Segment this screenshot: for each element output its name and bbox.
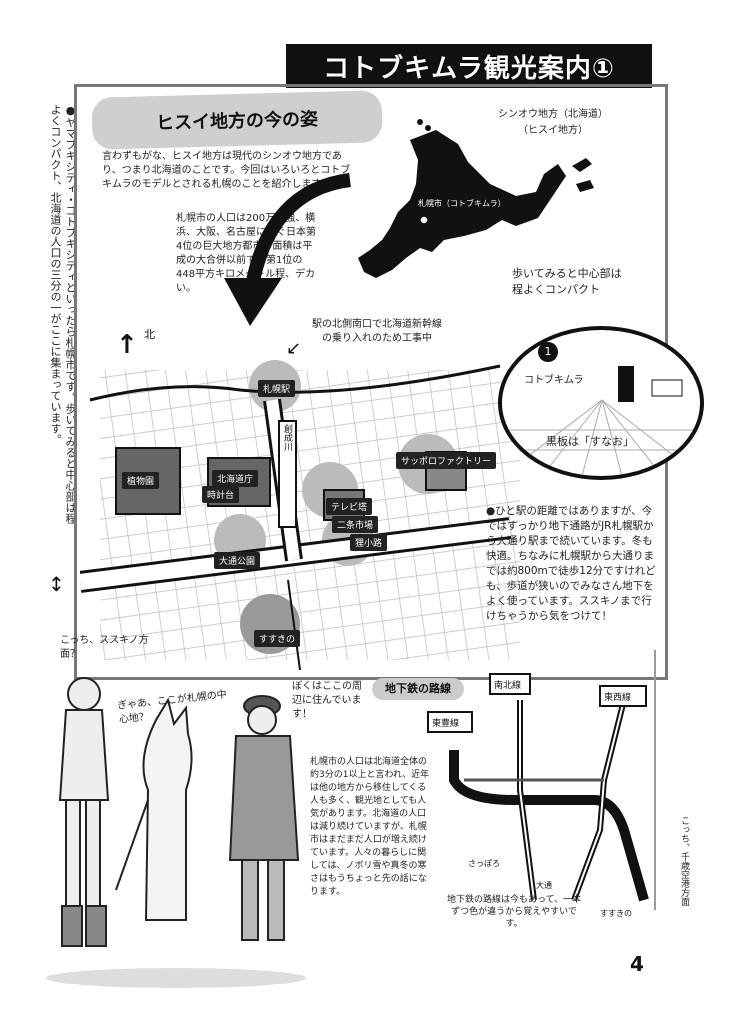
hokkaido-caption-1: シンオウ地方（北海道）: [498, 109, 608, 120]
bubble-number-badge: 1: [538, 342, 558, 362]
characters-illustration: [46, 677, 306, 988]
subway-line-tozai: [449, 750, 649, 902]
curved-arrow: [224, 173, 352, 326]
intro-heading: ヒスイ地方の今の姿: [155, 108, 319, 135]
right-note: ●ひと駅の距離ではありますが、今ではすっかり地下通路がJR札幌駅から大通り駅まで…: [486, 505, 656, 622]
speech-2: ぼくはここの周辺に住んでいます！: [292, 681, 362, 720]
subway-diagram: [427, 673, 649, 902]
pointer-arrow-icon: ↙: [286, 338, 302, 359]
subway-caption: 地下鉄の路線は今もあって、一本ずつ色が違うから覚えやすいです。: [446, 895, 582, 929]
subway-heading: 地下鉄の路線: [372, 678, 464, 700]
river: [89, 364, 501, 402]
label-hokkaido-office: 北海道庁: [212, 470, 259, 487]
label-sousei-river: 創成川: [278, 420, 297, 528]
label-susukino: すすきの: [254, 630, 301, 647]
left-vertical-note: ●ヤマブキシティ・コトブキシティといったら札幌市です。歩いてみると中心部は程よく…: [49, 104, 77, 524]
label-odori-park: 大通公園: [214, 552, 261, 569]
street-view-bubble: [498, 326, 704, 480]
label-nijo-market: 二条市場: [332, 516, 379, 533]
label-factory: サッポロファクトリー: [396, 452, 497, 469]
page-title-bar: コトブキムラ観光案内①: [286, 44, 652, 88]
south-note: こっち、ススキノ方面？: [60, 635, 149, 660]
perspective-lines: [502, 366, 700, 476]
south-arrow-icon: ↕: [48, 572, 65, 596]
south-road: [287, 579, 301, 671]
island-2: [576, 180, 594, 192]
subway-line-label-3: 東豊線: [432, 719, 460, 729]
compact-text-2: 程よくコンパクト: [512, 283, 600, 296]
intro-paragraph-2: 札幌市の人口は200万人強、横浜、大阪、名古屋に次ぐ日本第4位の巨大地方都市。面…: [176, 213, 316, 294]
sapporo-city-label: 札幌市（コトブキムラ）: [418, 198, 506, 209]
bubble-caption: 黒板は「すなお」: [546, 435, 634, 448]
hokkaido-caption-2: （ヒスイ地方）: [518, 125, 588, 136]
north-arrow-icon: ↑: [116, 330, 138, 360]
character-3: [228, 695, 300, 941]
subway-station-2: 大通: [536, 881, 552, 890]
page-number: 4: [630, 952, 644, 976]
character-2: [115, 697, 193, 921]
north-mark-label: 北: [144, 328, 155, 341]
right-edge-rule: [654, 650, 656, 910]
island-1: [572, 158, 592, 172]
right-edge-note: こっち、千歳空港方面: [679, 816, 689, 906]
page-title: コトブキムラ観光案内①: [323, 53, 615, 84]
street-grid-map: [80, 360, 520, 671]
station-note: 駅の北側南口で北海道新幹線の乗り入れのため工事中: [312, 319, 442, 344]
label-tv-tower: テレビ塔: [326, 498, 373, 515]
island-4: [425, 125, 431, 131]
label-clock-tower: 時計台: [202, 486, 240, 503]
bubble-sign: コトブキムラ: [524, 375, 584, 386]
subway-line-label-1: 南北線: [494, 681, 522, 691]
sapporo-marker: [419, 215, 429, 225]
compact-text-1: 歩いてみると中心部は: [512, 267, 622, 280]
label-botanical-garden: 植物園: [122, 472, 160, 489]
subway-station-3: すすきの: [600, 909, 632, 918]
island-3: [417, 119, 423, 125]
label-tanukikoji: 狸小路: [350, 534, 388, 551]
intro-paragraph-1: 言わずもがな、ヒスイ地方は現代のシンオウ地方であり、つまり北海道のことです。今回…: [102, 151, 351, 190]
subway-station-1: さっぽろ: [468, 859, 500, 868]
subway-line-label-2: 東西線: [604, 693, 632, 703]
intro-heading-banner: ヒスイ地方の今の姿: [91, 90, 383, 150]
character-1: [58, 677, 110, 947]
label-sapporo-station: 札幌駅: [258, 380, 296, 397]
people-note: 札幌市の人口は北海道全体の約3分の1以上と言われ、近年は他の地方から移住してくる…: [310, 757, 430, 897]
